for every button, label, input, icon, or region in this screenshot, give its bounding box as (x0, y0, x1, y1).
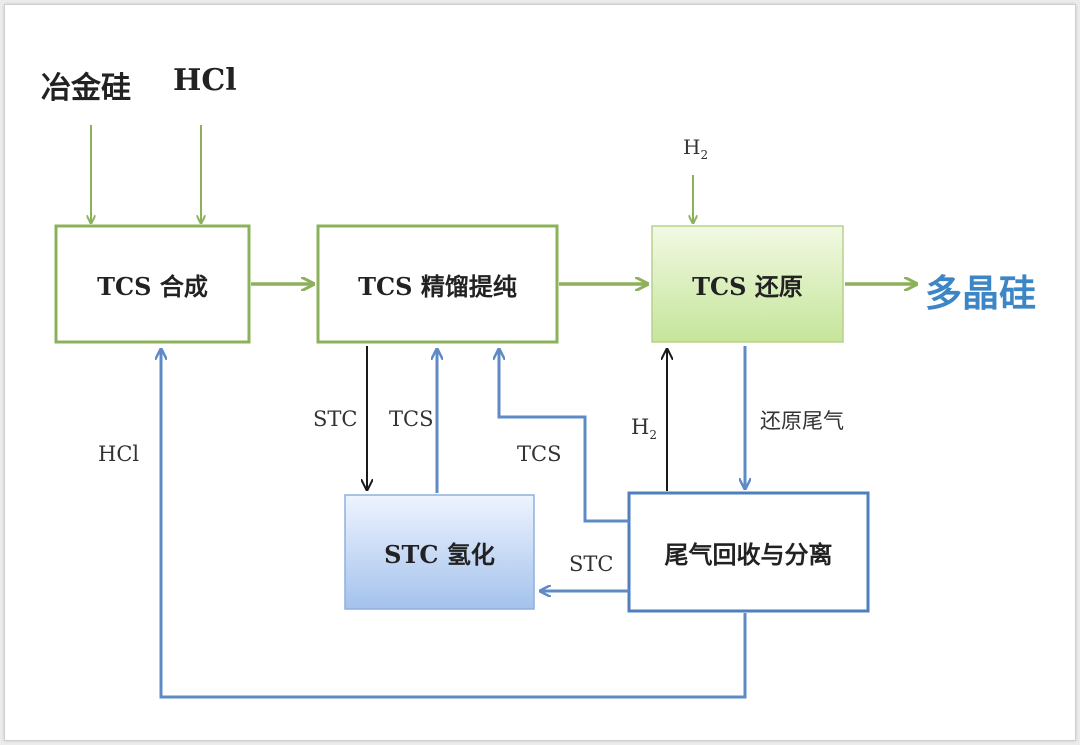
offgas-recovery-label: 尾气回收与分离 (664, 539, 833, 569)
tcs-synthesis-border (54, 224, 251, 344)
input-metallurgical-silicon: 冶金硅 (41, 71, 131, 106)
tcs-reduction-label: TCS 还原 (692, 271, 803, 301)
tcs-reduction-border (651, 225, 844, 343)
connector-layer (54, 125, 1075, 699)
h2-return-text: H (631, 415, 650, 439)
tcs-up-label: TCS (389, 407, 434, 431)
offgas-recovery-border (627, 491, 870, 613)
h2-return-subscript: 2 (649, 428, 657, 443)
stc-hydrogenation-label: STC 氢化 (384, 539, 495, 569)
tcs-distillation-box: TCS 精馏提纯 (318, 226, 557, 342)
stc-left-label: STC (569, 552, 614, 576)
hcl-return-label: HCl (98, 442, 140, 466)
h2-input-text: H (683, 135, 701, 159)
tcs-distillation-border (316, 224, 559, 344)
h2-input-subscript: 2 (700, 148, 709, 162)
h2-return-label: H2 (631, 415, 657, 442)
tcs-distillation-label: TCS 精馏提纯 (358, 271, 517, 301)
stc-hydrogenation-box: STC 氢化 (345, 495, 534, 609)
arrow-hcl-return (161, 349, 747, 699)
tcs-return-label: TCS (517, 442, 562, 466)
arrow-tcs-return (499, 349, 629, 523)
product-polysilicon: 多晶硅 (925, 271, 1036, 315)
diagram-frame: TCS 合成 TCS 精馏提纯 TCS 还原 STC 氢化 尾气回收与分离 冶金… (4, 4, 1076, 741)
offgas-recovery-box: 尾气回收与分离 (629, 493, 868, 611)
tcs-reduction-box: TCS 还原 (652, 226, 843, 342)
stc-down-label: STC (313, 407, 358, 431)
input-hcl: HCl (173, 63, 237, 98)
stc-hydrogenation-border (344, 494, 535, 610)
reduction-offgas-label: 还原尾气 (760, 409, 844, 433)
tcs-synthesis-label: TCS 合成 (97, 271, 208, 301)
tcs-synthesis-box: TCS 合成 (56, 226, 249, 342)
h2-input-label: H2 (683, 135, 708, 162)
